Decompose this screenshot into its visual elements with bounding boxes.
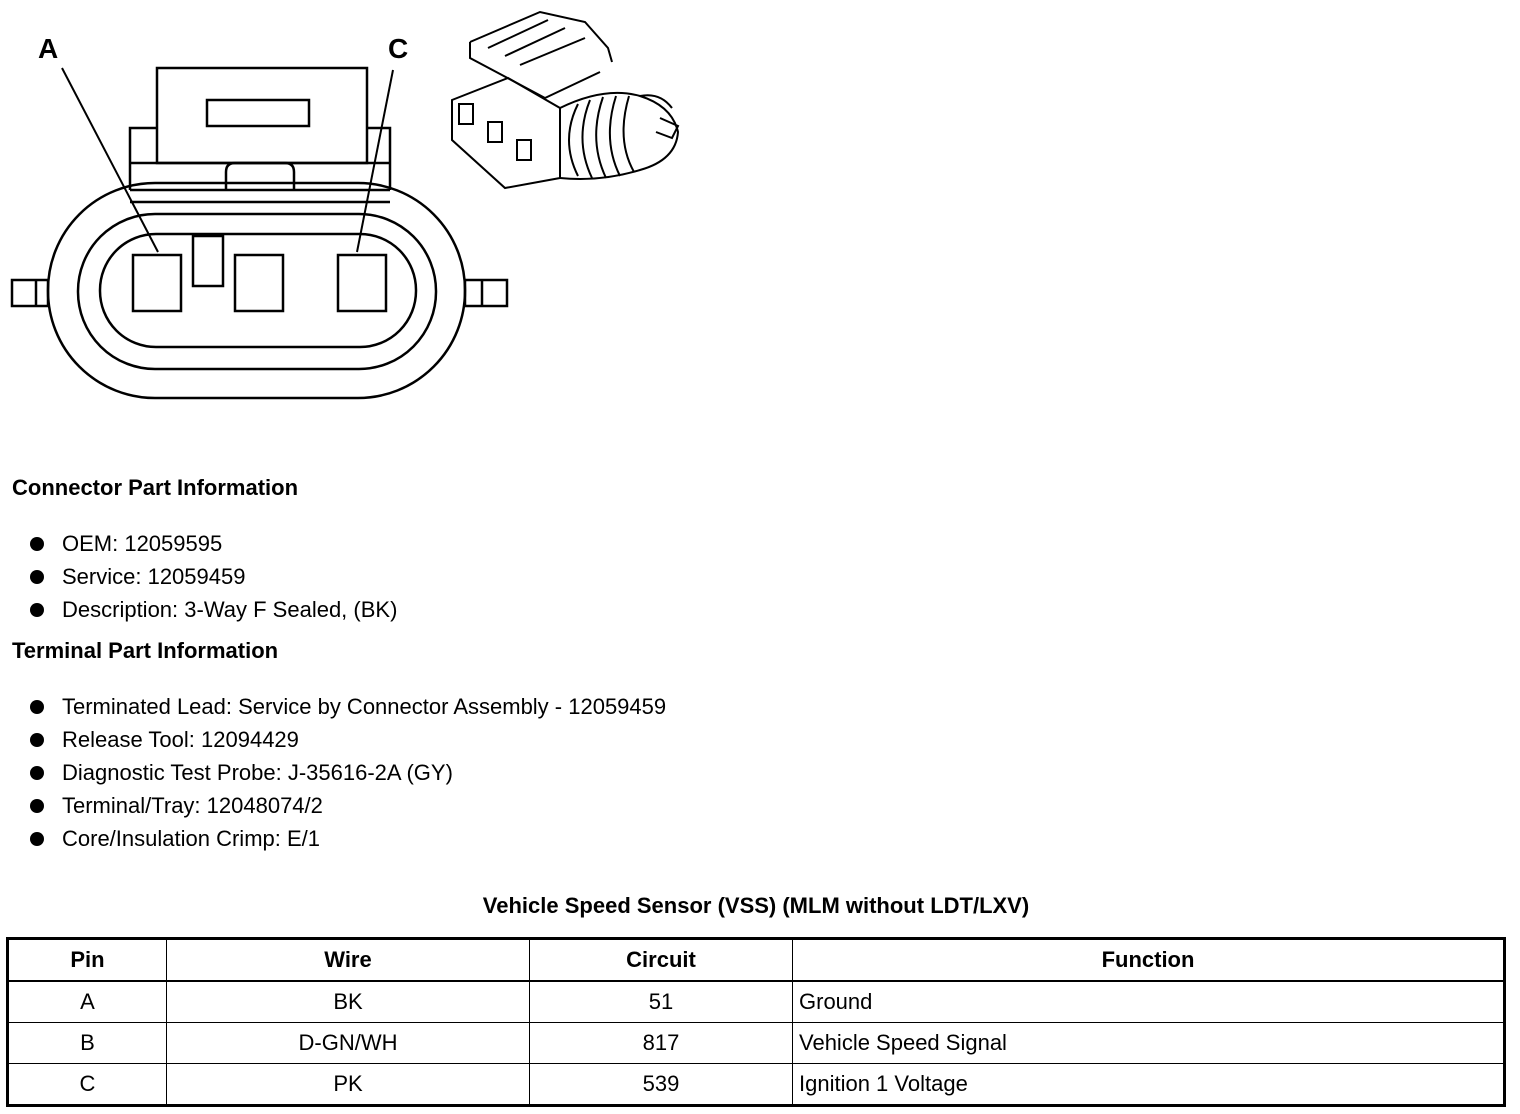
table-row: A BK 51 Ground bbox=[7, 980, 1505, 1023]
connector-latch-ledge bbox=[128, 126, 157, 190]
header-circuit: Circuit bbox=[529, 938, 793, 982]
bullet-icon bbox=[30, 766, 44, 780]
connector-part-info-heading: Connector Part Information bbox=[12, 475, 299, 500]
connector-latch-housing bbox=[155, 66, 369, 165]
callout-a: A bbox=[38, 33, 58, 64]
connector-seal-ring bbox=[76, 212, 438, 371]
connector-part-info-list: OEM: 12059595 Service: 12059459 Descript… bbox=[30, 527, 397, 626]
connector-right-ear bbox=[463, 278, 509, 308]
header-function: Function bbox=[792, 938, 1505, 982]
cell-wire: BK bbox=[166, 980, 530, 1023]
callout-c: C bbox=[388, 33, 408, 64]
bullet-icon bbox=[30, 832, 44, 846]
list-item: Terminated Lead: Service by Connector As… bbox=[30, 690, 666, 723]
bullet-icon bbox=[30, 700, 44, 714]
list-item: OEM: 12059595 bbox=[30, 527, 397, 560]
bullet-icon bbox=[30, 603, 44, 617]
cell-wire: PK bbox=[166, 1063, 530, 1106]
cell-function: Ground bbox=[792, 980, 1505, 1023]
callout-leader-a bbox=[61, 67, 159, 253]
list-item: Terminal/Tray: 12048074/2 bbox=[30, 789, 666, 822]
connector-left-ear bbox=[10, 278, 50, 308]
table-caption: Vehicle Speed Sensor (VSS) (MLM without … bbox=[482, 893, 1030, 918]
table-row: B D-GN/WH 817 Vehicle Speed Signal bbox=[7, 1022, 1505, 1064]
list-item: Service: 12059459 bbox=[30, 560, 397, 593]
list-item: Core/Insulation Crimp: E/1 bbox=[30, 822, 666, 855]
table-header-row: Pin Wire Circuit Function bbox=[7, 938, 1505, 982]
bullet-icon bbox=[30, 733, 44, 747]
connector-terminal-cavity-frame bbox=[98, 232, 418, 349]
terminal-cavity-a bbox=[131, 253, 183, 313]
header-pin: Pin bbox=[7, 938, 167, 982]
bullet-icon bbox=[30, 537, 44, 551]
bullet-icon bbox=[30, 799, 44, 813]
connector-latch-ledge bbox=[367, 126, 392, 190]
terminal-part-info-list: Terminated Lead: Service by Connector As… bbox=[30, 690, 666, 855]
connector-key bbox=[191, 234, 225, 288]
cell-function: Ignition 1 Voltage bbox=[792, 1063, 1505, 1106]
cell-pin: A bbox=[7, 980, 167, 1023]
cell-circuit: 539 bbox=[529, 1063, 793, 1106]
terminal-cavity-c bbox=[336, 253, 388, 313]
connector-isometric-view bbox=[451, 10, 680, 190]
cell-function: Vehicle Speed Signal bbox=[792, 1022, 1505, 1064]
list-item: Diagnostic Test Probe: J-35616-2A (GY) bbox=[30, 756, 666, 789]
cell-circuit: 817 bbox=[529, 1022, 793, 1064]
list-item: Description: 3-Way F Sealed, (BK) bbox=[30, 593, 397, 626]
cell-circuit: 51 bbox=[529, 980, 793, 1023]
cell-pin: C bbox=[7, 1063, 167, 1106]
bullet-icon bbox=[30, 570, 44, 584]
table-row: C PK 539 Ignition 1 Voltage bbox=[7, 1063, 1505, 1106]
list-item: Release Tool: 12094429 bbox=[30, 723, 666, 756]
header-wire: Wire bbox=[166, 938, 530, 982]
terminal-part-info-heading: Terminal Part Information bbox=[12, 638, 279, 663]
cell-pin: B bbox=[7, 1022, 167, 1064]
connector-diagram: A C bbox=[10, 10, 680, 400]
pin-function-table: Pin Wire Circuit Function A BK 51 Ground… bbox=[6, 937, 1506, 1107]
terminal-cavity-b bbox=[233, 253, 285, 313]
connector-latch-slot bbox=[205, 98, 311, 128]
callout-leader-c bbox=[356, 69, 394, 253]
cell-wire: D-GN/WH bbox=[166, 1022, 530, 1064]
